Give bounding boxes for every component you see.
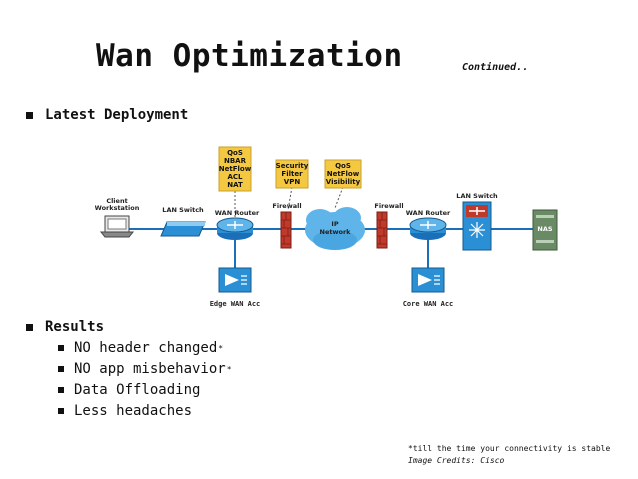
svg-text:NetFlow: NetFlow bbox=[219, 165, 252, 173]
list-item: Data Offloading bbox=[58, 382, 200, 398]
firewall-left-label: Firewall bbox=[272, 202, 301, 210]
ip-network-label-line2: Network bbox=[320, 228, 352, 236]
feature-box-visibility: QoS NetFlow Visibility bbox=[324, 159, 362, 189]
bullet-square-icon bbox=[58, 366, 64, 372]
wan-router-left-icon bbox=[216, 217, 254, 240]
list-item-text: NO app misbehavior bbox=[74, 361, 226, 377]
footnote: *till the time your connectivity is stab… bbox=[408, 444, 611, 453]
lan-switch-right-label: LAN Switch bbox=[456, 192, 498, 200]
bullet-square-icon bbox=[58, 408, 64, 414]
bullet-results: Results bbox=[26, 319, 104, 335]
image-credit: Image Credits: Cisco bbox=[408, 456, 505, 465]
svg-text:ACL: ACL bbox=[227, 173, 243, 181]
bullet-square-icon bbox=[26, 111, 33, 119]
list-item: NO header changed* bbox=[58, 340, 223, 356]
list-item-text: Data Offloading bbox=[74, 382, 201, 398]
footnote-marker: * bbox=[218, 343, 224, 353]
lan-switch-right-icon bbox=[462, 201, 492, 251]
firewall-right-icon bbox=[376, 211, 388, 249]
list-item-text: Less headaches bbox=[74, 403, 193, 419]
bullet-square-icon bbox=[58, 345, 64, 351]
svg-text:NBAR: NBAR bbox=[224, 157, 247, 165]
core-acc-label: Core WAN Acc bbox=[403, 300, 454, 308]
svg-text:QoS: QoS bbox=[227, 149, 243, 157]
bullet-square-icon bbox=[26, 323, 33, 331]
wan-router-left-label: WAN Router bbox=[215, 209, 260, 217]
footnote-marker: * bbox=[226, 364, 232, 374]
lan-switch-left-label: LAN Switch bbox=[162, 206, 204, 214]
nas-label: NAS bbox=[537, 225, 552, 233]
feature-box-qos: QoS NBAR NetFlow ACL NAT bbox=[218, 146, 252, 192]
svg-text:NAT: NAT bbox=[227, 181, 243, 189]
svg-text:QoS: QoS bbox=[335, 162, 351, 170]
client-label-line1: Client bbox=[106, 197, 127, 205]
svg-text:Visibility: Visibility bbox=[326, 178, 361, 186]
list-item: Less headaches bbox=[58, 403, 192, 419]
core-wan-accelerator-icon bbox=[411, 267, 445, 293]
nas-icon bbox=[532, 209, 558, 251]
edge-acc-label: Edge WAN Acc bbox=[210, 300, 261, 308]
client-workstation-icon bbox=[99, 215, 135, 238]
client-label-line2: Workstation bbox=[95, 204, 140, 212]
wan-router-right-label: WAN Router bbox=[406, 209, 451, 217]
wan-router-right-icon bbox=[409, 217, 447, 240]
ip-network-cloud-icon bbox=[305, 207, 365, 250]
edge-wan-accelerator-icon bbox=[218, 267, 252, 293]
bullet-text: Results bbox=[45, 319, 105, 335]
list-item: NO app misbehavior* bbox=[58, 361, 232, 377]
svg-text:VPN: VPN bbox=[284, 178, 301, 186]
lan-switch-left-icon bbox=[160, 221, 206, 237]
slide-title: Wan Optimization bbox=[96, 38, 403, 74]
box3-connector bbox=[334, 186, 344, 209]
list-item-text: NO header changed bbox=[74, 340, 218, 356]
bullet-latest-deployment: Latest Deployment bbox=[26, 107, 188, 123]
feature-box-security: Security Filter VPN bbox=[275, 159, 309, 189]
ip-network-label-line1: IP bbox=[331, 220, 338, 228]
network-diagram: QoS NBAR NetFlow ACL NAT Security Filter… bbox=[95, 146, 558, 308]
svg-text:Security: Security bbox=[276, 162, 309, 170]
bullet-square-icon bbox=[58, 387, 64, 393]
firewall-left-icon bbox=[280, 211, 292, 249]
svg-text:Filter: Filter bbox=[281, 170, 303, 178]
bullet-text: Latest Deployment bbox=[45, 107, 189, 123]
svg-text:NetFlow: NetFlow bbox=[327, 170, 360, 178]
slide-subtitle: Continued.. bbox=[462, 62, 529, 73]
firewall-right-label: Firewall bbox=[374, 202, 403, 210]
